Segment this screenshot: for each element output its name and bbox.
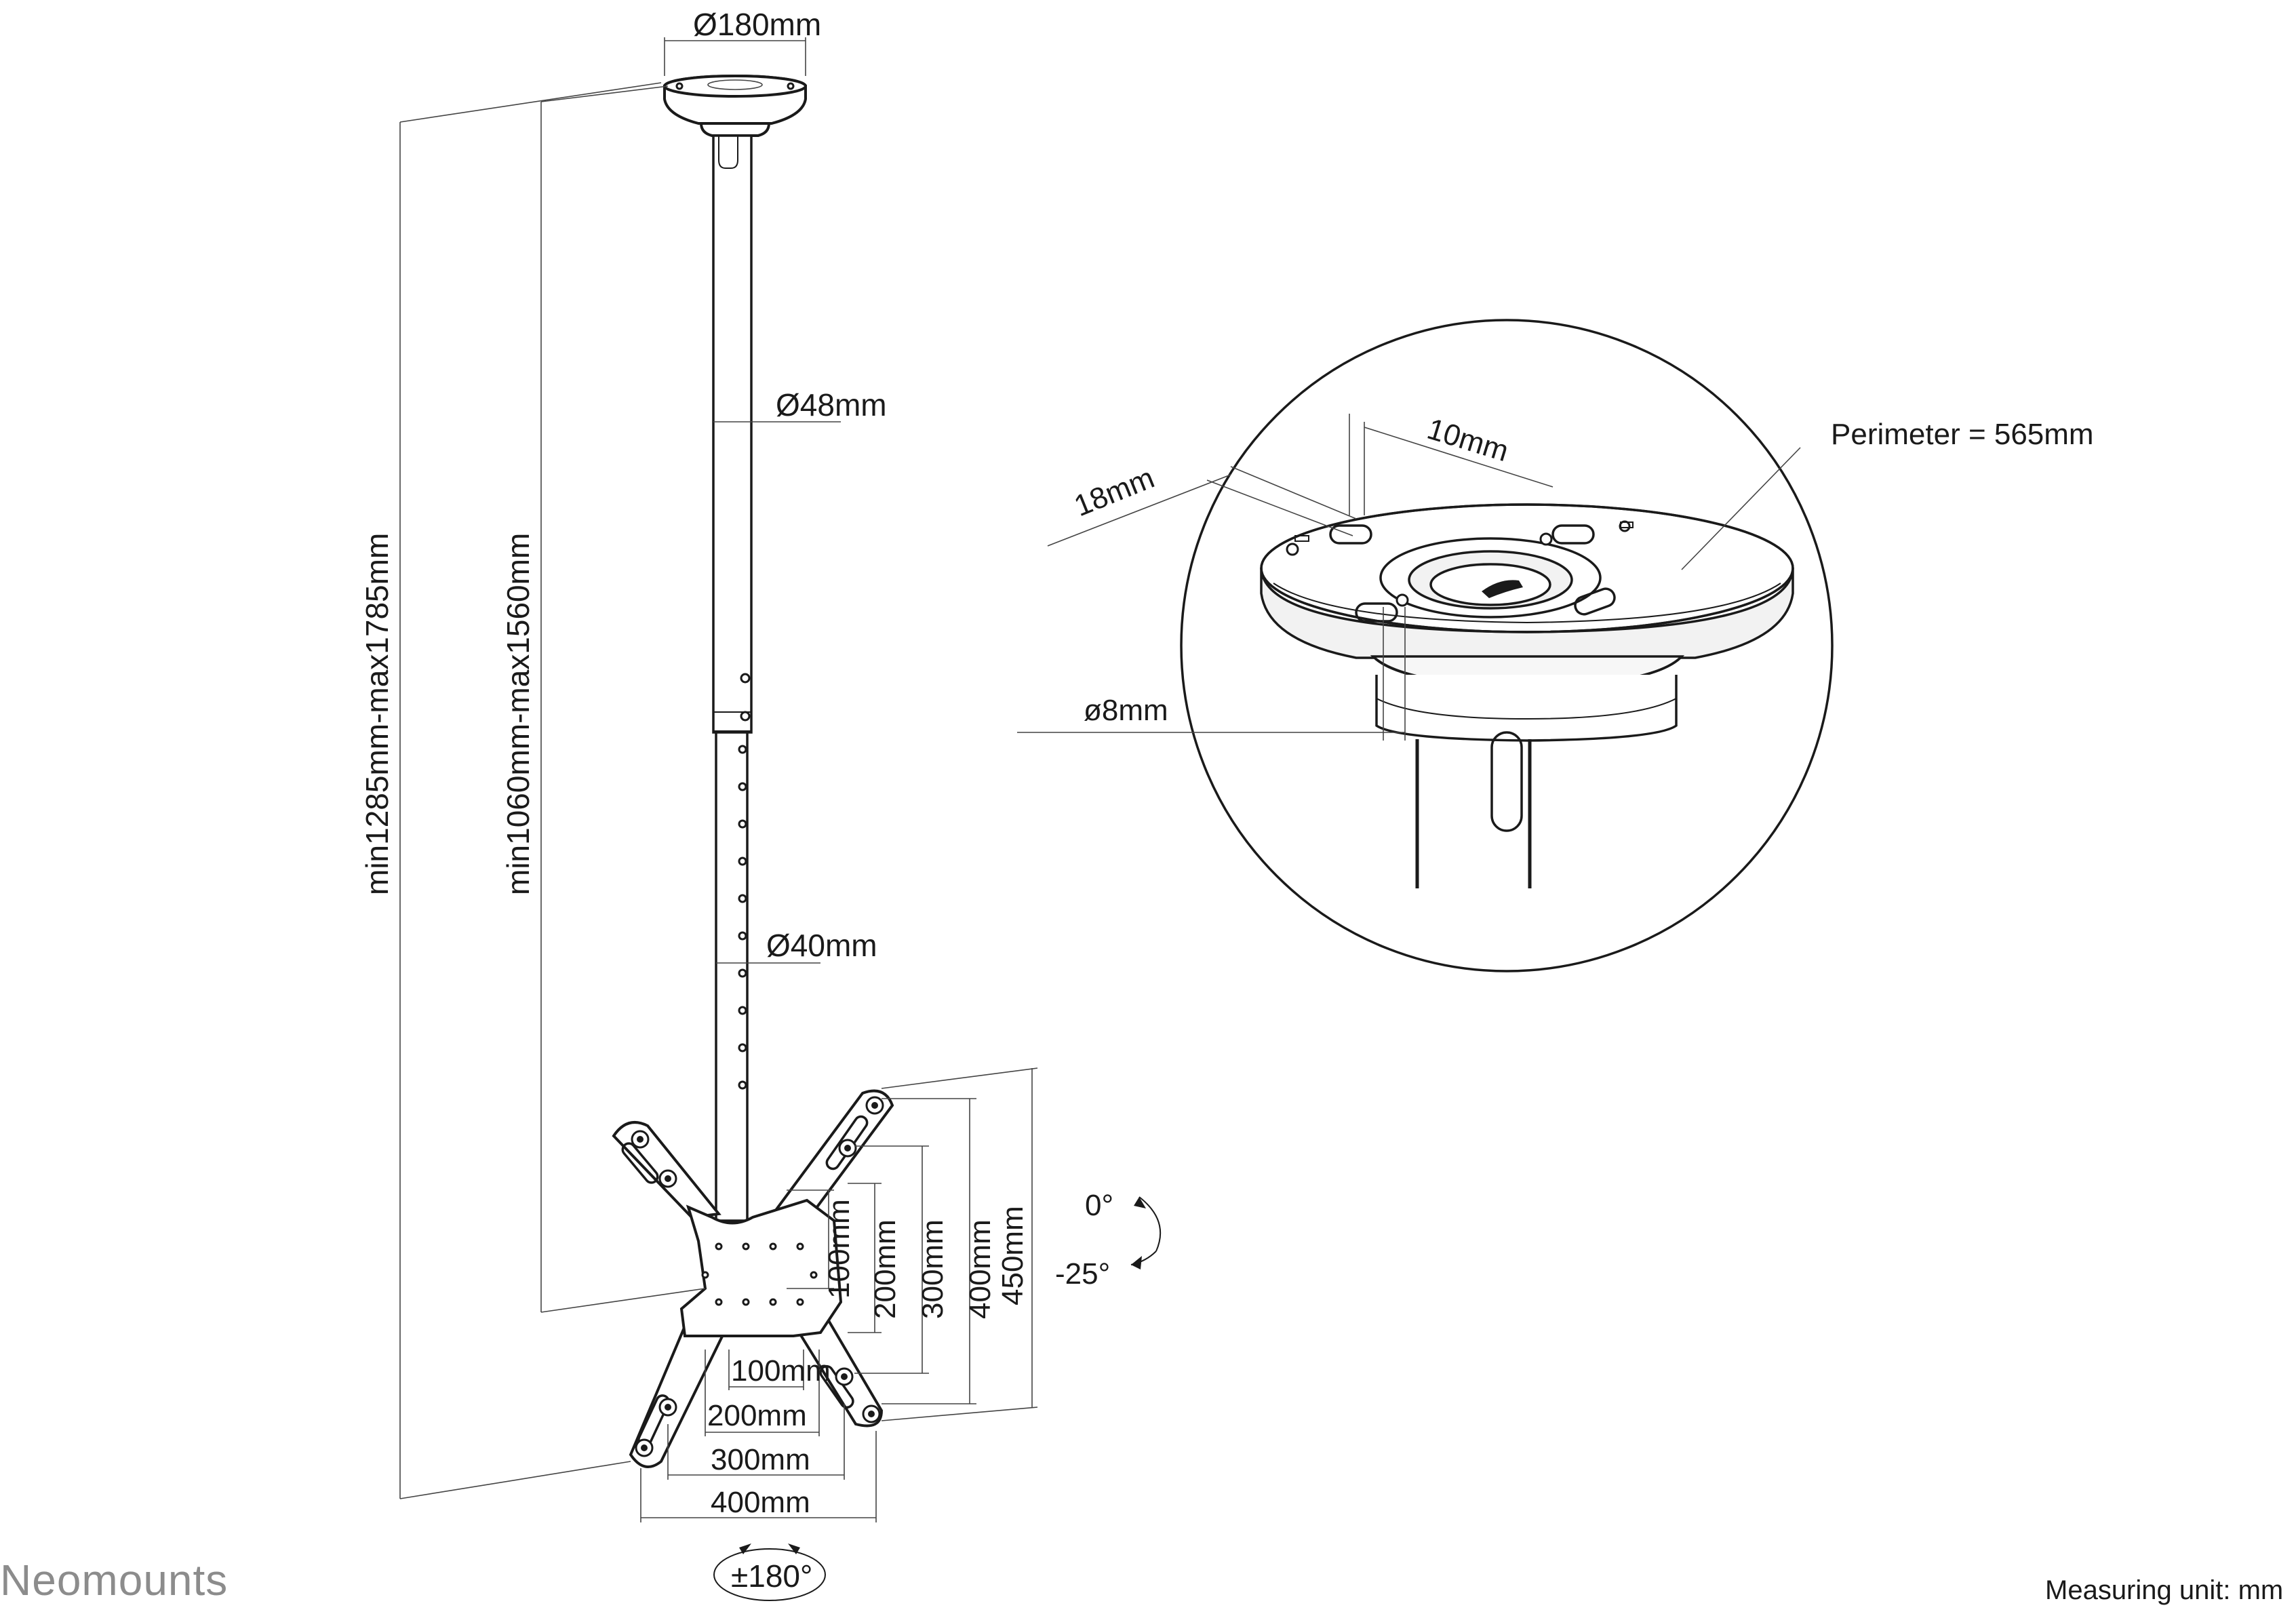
vesa-v-200-label: 200mm (869, 1219, 902, 1319)
vesa-bracket (612, 1089, 894, 1468)
perimeter-label: Perimeter = 565mm (1831, 418, 2094, 451)
tilt-arrow-icon (1130, 1196, 1162, 1269)
vesa-h-400-label: 400mm (711, 1486, 810, 1519)
measuring-unit-note: Measuring unit: mm (2045, 1575, 2283, 1605)
vesa-h-200-label: 200mm (707, 1399, 807, 1432)
upper-pole (712, 134, 753, 734)
total-height-dimension (399, 82, 662, 1499)
ceiling-plate (663, 75, 807, 137)
swivel-label: ±180° (731, 1558, 812, 1594)
ceiling-mount-drawing: min1285mm-max1785mm min1060mm-max1560mm … (359, 7, 1162, 1601)
ceiling-plate-diameter-label: Ø180mm (693, 7, 821, 42)
detail-magnifier-circle (1180, 319, 1834, 972)
vesa-h-100-label: 100mm (731, 1354, 831, 1387)
vesa-v-100-label: 100mm (823, 1199, 856, 1299)
swivel-arrow-icon (713, 1543, 826, 1601)
vesa-horizontal-dimensions (640, 1350, 877, 1522)
ceiling-plate-dim-line (664, 37, 806, 76)
pole-height-dimension (540, 85, 706, 1313)
pole-height-label: min1060mm-max1560mm (500, 533, 536, 895)
vesa-v-300-label: 300mm (916, 1219, 949, 1319)
lower-pole-diameter-label: Ø40mm (766, 928, 877, 963)
slot-length-label: 18mm (1069, 461, 1159, 523)
total-height-label: min1285mm-max1785mm (359, 533, 395, 895)
tilt-top-label: 0° (1085, 1189, 1113, 1222)
brand-logo: Neomounts (0, 1556, 228, 1605)
tilt-bottom-label: -25° (1055, 1257, 1110, 1291)
vesa-v-450-label: 450mm (996, 1206, 1029, 1305)
ceiling-plate-detail: 10mm 18mm ø8mm Perimeter = 565mm (1017, 319, 2094, 972)
vesa-h-300-label: 300mm (711, 1443, 810, 1476)
hole-diameter-label: ø8mm (1084, 694, 1168, 727)
vesa-vertical-dimensions (787, 1067, 1038, 1421)
lower-pole (715, 731, 749, 1222)
upper-pole-diameter-label: Ø48mm (776, 387, 887, 422)
vesa-v-400-label: 400mm (964, 1219, 997, 1319)
